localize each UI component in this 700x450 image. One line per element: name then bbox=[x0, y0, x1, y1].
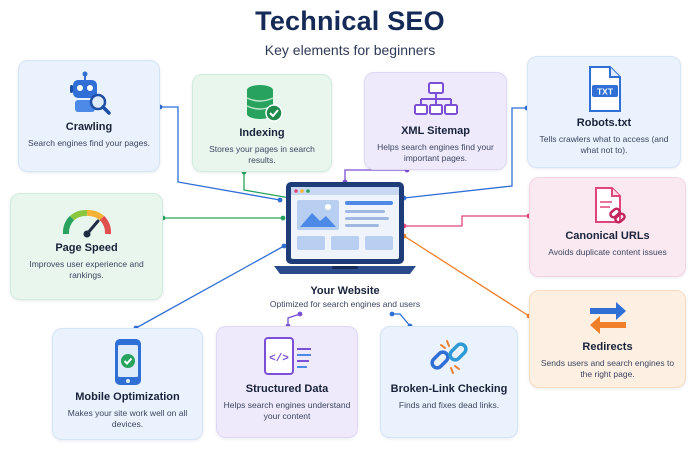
card-title: Broken-Link Checking bbox=[390, 383, 508, 395]
txt-file-icon: TXT bbox=[589, 66, 621, 112]
document-link-icon bbox=[594, 187, 626, 224]
sitemap-icon bbox=[413, 82, 458, 115]
card-redirects: Redirects Sends users and search engines… bbox=[529, 290, 686, 388]
link-crawling bbox=[160, 106, 281, 201]
card-xml-sitemap: XML Sitemap Helps search engines find yo… bbox=[364, 72, 507, 170]
broken-chain-icon bbox=[430, 340, 468, 374]
page-title: Technical SEO bbox=[255, 6, 445, 36]
card-description: Improves user experience and rankings. bbox=[29, 259, 144, 280]
laptop-website-icon bbox=[274, 182, 416, 274]
card-broken-link-checking: Broken-Link Checking Finds and fixes dea… bbox=[380, 326, 518, 438]
center-description: Optimized for search engines and users bbox=[269, 299, 421, 309]
card-title: Indexing bbox=[239, 127, 285, 139]
center-website: Your Website Optimized for search engine… bbox=[268, 180, 422, 310]
card-description: Stores your pages in search results. bbox=[209, 144, 315, 165]
card-description: Sends users and search engines to the ri… bbox=[540, 358, 675, 379]
link-robots bbox=[403, 107, 527, 199]
link-redirects bbox=[403, 235, 530, 317]
card-page-speed: Page Speed Improves user experience and … bbox=[10, 193, 163, 300]
card-title: Canonical URLs bbox=[565, 230, 650, 242]
card-title: Page Speed bbox=[55, 242, 118, 254]
mobile-phone-check-icon bbox=[114, 339, 141, 385]
card-title: Robots.txt bbox=[576, 117, 632, 129]
link-sitemap bbox=[344, 169, 407, 182]
card-robots-txt: TXT Robots.txt Tells crawlers what to ac… bbox=[527, 56, 681, 168]
robot-magnifier-icon bbox=[70, 71, 111, 115]
card-mobile-optimization: Mobile Optimization Makes your site work… bbox=[52, 328, 203, 440]
redirect-arrows-icon bbox=[589, 302, 626, 334]
card-description: Avoids duplicate content issues bbox=[548, 247, 667, 257]
center-title: Your Website bbox=[310, 285, 380, 297]
card-description: Tells crawlers what to access (and what … bbox=[539, 134, 669, 155]
card-title: Structured Data bbox=[245, 383, 329, 395]
link-indexing bbox=[243, 172, 291, 199]
card-title: Mobile Optimization bbox=[75, 391, 180, 403]
card-title: Crawling bbox=[65, 121, 113, 133]
txt-icon-label: TXT bbox=[597, 87, 614, 97]
card-title: Redirects bbox=[582, 341, 633, 353]
card-indexing: Indexing Stores your pages in search res… bbox=[192, 74, 332, 172]
link-broken bbox=[392, 313, 411, 327]
card-structured-data: </> Structured Data Helps search engines… bbox=[216, 326, 358, 438]
speedometer-icon bbox=[62, 209, 111, 238]
code-document-icon: </> bbox=[264, 337, 311, 375]
card-description: Finds and fixes dead links. bbox=[398, 400, 500, 410]
card-description: Makes your site work well on all devices… bbox=[67, 408, 188, 429]
svg-text:</>: </> bbox=[269, 353, 289, 365]
link-canonical bbox=[404, 215, 529, 227]
card-description: Helps search engines understand your con… bbox=[223, 400, 351, 421]
card-crawling: Crawling Search engines find your pages. bbox=[18, 60, 160, 172]
database-check-icon bbox=[246, 85, 283, 122]
link-mobile bbox=[135, 245, 285, 329]
card-title: XML Sitemap bbox=[401, 125, 470, 137]
card-canonical-urls: Canonical URLs Avoids duplicate content … bbox=[529, 177, 686, 277]
card-description: Search engines find your pages. bbox=[28, 138, 150, 148]
link-structured bbox=[287, 313, 301, 326]
card-description: Helps search engines find your important… bbox=[377, 142, 494, 163]
page-subtitle: Key elements for beginners bbox=[264, 42, 436, 58]
